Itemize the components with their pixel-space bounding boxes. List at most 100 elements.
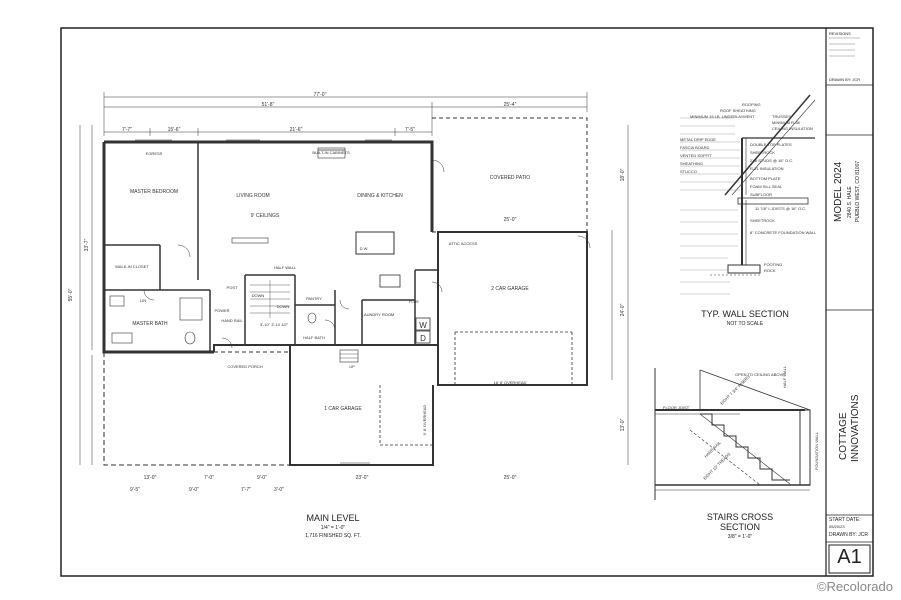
ws-note: SHEATHING xyxy=(680,161,703,166)
ws-note: ROCK xyxy=(764,268,776,273)
revisions-label: REVISIONS xyxy=(829,31,851,36)
ws-note: 2X6 STUDS @ 16" O.C. xyxy=(750,158,793,163)
dim-seg-3: 21'-6" xyxy=(290,127,303,133)
dim-right-b: 24'-0" xyxy=(620,303,626,316)
ws-note: TRUSSES xyxy=(772,114,791,119)
dim-seg-2: 15'-6" xyxy=(168,127,181,133)
open-to-ceiling-label: OPEN TO CEILING ABOVE xyxy=(735,372,785,377)
plan-labels: 77'-0" 51'-8" 25'-4" 7'-7" 15'-6" 21'-6"… xyxy=(68,92,626,493)
stairs-section-drawing xyxy=(654,368,811,500)
wall-section-notes: ROOFING ROOF SHEATHING MINIMUM 15 LB. UN… xyxy=(680,102,817,273)
walk-in-closet-label: WALK-IN CLOSET xyxy=(115,264,149,269)
post-label: POST xyxy=(227,285,238,290)
dim-bottom-3: 9'-0" xyxy=(257,475,267,481)
ws-note: DOUBLE TOP PLATES xyxy=(750,142,792,147)
stair-half-wall-label: HALF WALL xyxy=(782,365,787,388)
plan-area: 1,716 FINISHED SQ. FT. xyxy=(305,533,361,539)
half-bath-label: HALF BATH xyxy=(303,335,325,340)
ws-note: 11 7/8" I-JOISTS @ 16" O.C. xyxy=(755,206,806,211)
dim-bottom-b: 9'-0" xyxy=(189,487,199,493)
ws-note: SHEETROCK xyxy=(750,150,775,155)
ws-note: CEILING INSULATION xyxy=(772,126,813,131)
dim-bottom-d: 3'-0" xyxy=(274,487,284,493)
overhead-door-2: 9' 8' OVERHEAD xyxy=(422,405,427,436)
lin-label: LIN xyxy=(140,298,146,303)
living-room-label: LIVING ROOM xyxy=(236,193,269,199)
dim-house: 51'-8" xyxy=(262,102,275,108)
two-car-garage-label: 2 CAR GARAGE xyxy=(491,286,529,292)
dim-bottom-a: 9'-5" xyxy=(130,487,140,493)
stairs-title-2: SECTION xyxy=(719,522,760,532)
dim-right-a: 18'-0" xyxy=(620,168,626,181)
foundation-wall-label: FOUNDATION WALL xyxy=(814,431,819,470)
half-wall-label: HALF WALL xyxy=(274,265,297,270)
plan-title: MAIN LEVEL xyxy=(306,513,360,523)
ws-note: SHEETROCK xyxy=(750,218,775,223)
wall-section-note: NOT TO SCALE xyxy=(726,321,764,327)
power-label: POWER xyxy=(214,308,229,313)
ws-note: FOAM SILL SEAL xyxy=(750,184,783,189)
address-line-2: PUEBLO WEST, CO 81007 xyxy=(855,160,861,222)
sheet-number: A1 xyxy=(837,546,862,568)
dim-bottom-2: 7'-0" xyxy=(204,475,214,481)
ceilings-label: 9' CEILINGS xyxy=(251,213,280,219)
down-label-2: DOWN xyxy=(277,304,290,309)
model-label: MODEL 2024 xyxy=(833,161,844,222)
watermark: ©Recolorado xyxy=(816,579,893,594)
ws-note: FASCIA BOARD xyxy=(680,145,709,150)
ws-note: SUBFLOOR xyxy=(750,192,772,197)
attic-access-label: ATTIC ACCESS xyxy=(449,241,478,246)
company-line-2: INNOVATIONS xyxy=(850,394,861,462)
ws-note: MINIMUM 15 LB. UNDERLAYMENT xyxy=(690,114,755,119)
dim-left-a: 33'-7" xyxy=(84,238,90,251)
plan-scale: 1/4" = 1'-0" xyxy=(320,525,346,531)
dim-patio-depth: 25'-0" xyxy=(504,217,517,223)
stair-dims-label: 3'-10" 3'-10 1/2" xyxy=(260,322,289,327)
covered-patio-label: COVERED PATIO xyxy=(490,175,530,181)
sheet-border xyxy=(60,27,874,577)
wall-section-title: TYP. WALL SECTION xyxy=(701,309,789,319)
overhead-door-1: 16' 8' OVERHEAD xyxy=(494,380,527,385)
company-line-1: COTTAGE xyxy=(838,412,849,460)
flue-label: FLUE xyxy=(409,299,420,304)
floor-plan xyxy=(79,92,629,466)
dw-label: D.W. xyxy=(360,246,369,251)
laundry-label: LAUNDRY ROOM xyxy=(362,312,395,317)
dim-bottom-5: 25'-0" xyxy=(504,475,517,481)
stairs-title-1: STAIRS CROSS xyxy=(706,512,774,522)
start-date: 05/20/23 xyxy=(829,524,845,529)
drawn-by-top: DRAWN BY: JCR xyxy=(829,77,861,82)
ws-note: STUCCO xyxy=(680,169,697,174)
up-label: UP xyxy=(349,364,355,369)
dining-kitchen-label: DINING & KITCHEN xyxy=(357,193,403,199)
dim-overall: 77'-0" xyxy=(314,92,327,98)
dryer-label: D xyxy=(420,334,426,343)
covered-porch-label: COVERED PORCH xyxy=(227,364,262,369)
stairs-scale: 3/8" = 1'-0" xyxy=(727,534,753,540)
ws-note: METAL DRIP EDGE xyxy=(680,137,716,142)
ws-note: ROOF SHEATHING xyxy=(720,108,756,113)
ws-note: ROOFING xyxy=(742,102,761,107)
dim-left-total: 55'-0" xyxy=(68,288,74,301)
ws-note: VENTED SOFFIT xyxy=(680,153,712,158)
dim-seg-4: 7'-5" xyxy=(405,127,415,133)
sheet-number-box xyxy=(828,544,871,574)
egress-label: EGRESS xyxy=(146,151,163,156)
one-car-garage-label: 1 CAR GARAGE xyxy=(324,406,362,412)
hand-rail-label: HAND RAIL xyxy=(221,318,243,323)
dim-seg-1: 7'-7" xyxy=(122,127,132,133)
start-date-label: START DATE: xyxy=(829,517,861,523)
built-in-label: BUILT-IN CABINETS xyxy=(312,150,350,155)
ws-note: MINIMUM R-38 xyxy=(772,120,801,125)
drawn-by: DRAWN BY: JCR xyxy=(829,532,868,538)
dim-bottom-4: 23'-0" xyxy=(356,475,369,481)
dim-bottom-1: 13'-0" xyxy=(144,475,157,481)
washer-label: W xyxy=(419,321,427,330)
ws-note: 8" CONCRETE FOUNDATION WALL xyxy=(750,230,817,235)
down-label-1: DOWN xyxy=(252,293,265,298)
wall-section-drawing xyxy=(680,94,816,295)
ws-note: BOTTOM PLATE xyxy=(750,176,781,181)
ws-note: FOOTING xyxy=(764,262,782,267)
master-bedroom-label: MASTER BEDROOM xyxy=(130,189,178,195)
